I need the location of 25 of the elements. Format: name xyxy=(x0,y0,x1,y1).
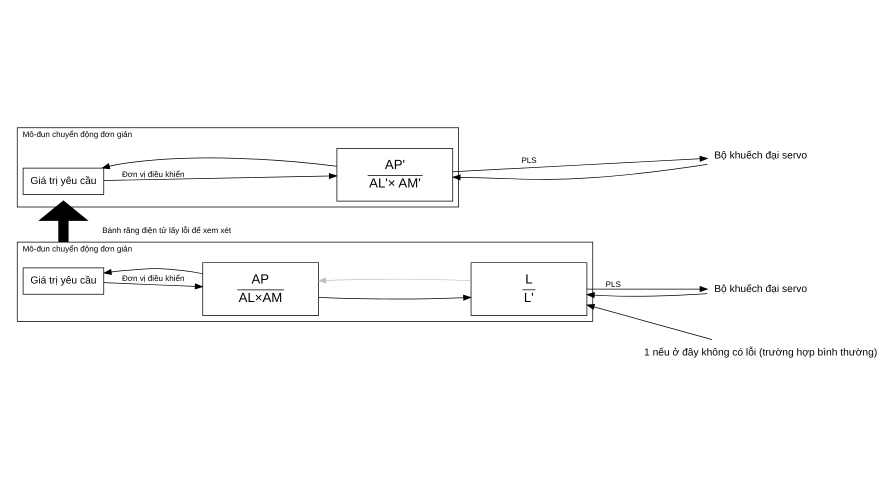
node-box: AP AL×AM xyxy=(202,262,319,316)
arrow xyxy=(586,286,708,292)
edge-label: Bánh răng điện tử lấy lỗi để xem xét xyxy=(102,226,232,235)
node-box: L L' xyxy=(470,262,588,316)
arrow xyxy=(318,276,472,284)
node-text: Bộ khuếch đại servo xyxy=(714,150,808,161)
node-text: Bộ khuếch đại servo xyxy=(714,283,808,294)
node-box: Giá trị yêu cầu xyxy=(22,167,104,194)
node-box: Giá trị yêu cầu xyxy=(22,266,104,294)
arrow xyxy=(318,294,472,300)
arrow xyxy=(452,164,708,180)
arrow xyxy=(586,304,712,340)
node-box: AP' AL'× AM' xyxy=(336,147,454,201)
arrow xyxy=(101,157,338,169)
node-text: 1 nếu ở đây không có lỗi (trường hợp bình thường) xyxy=(644,347,878,358)
arrow xyxy=(104,172,338,180)
arrow xyxy=(102,268,204,274)
arrow xyxy=(38,200,89,242)
edge-label: Đơn vị điều khiển xyxy=(122,169,185,178)
edge-label: PLS xyxy=(606,279,621,288)
arrow xyxy=(103,282,204,289)
arrow xyxy=(586,292,708,298)
edge-label: PLS xyxy=(521,155,537,164)
edge-label: Đơn vị điều khiển xyxy=(122,273,185,282)
arrow xyxy=(452,155,708,172)
